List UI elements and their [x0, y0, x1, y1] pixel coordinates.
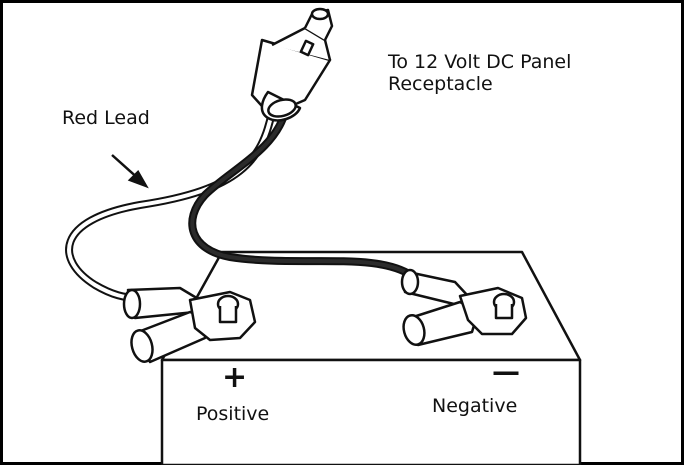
- negative-clamp: [400, 268, 528, 347]
- red-lead-label: Red Lead: [62, 107, 150, 129]
- negative-symbol: —: [492, 355, 520, 388]
- dc-plug: [250, 7, 334, 122]
- destination-line-1: To 12 Volt DC Panel: [388, 51, 572, 73]
- battery-front: [160, 358, 582, 465]
- destination-label: To 12 Volt DC Panel Receptacle: [388, 51, 572, 96]
- positive-clamp: [122, 286, 257, 364]
- destination-line-2: Receptacle: [388, 72, 493, 95]
- battery: [160, 250, 582, 465]
- red-lead-arrow: [111, 154, 149, 189]
- positive-label: Positive: [196, 403, 270, 425]
- positive-symbol: +: [222, 360, 248, 395]
- negative-label: Negative: [432, 395, 518, 417]
- black-lead-wire: [188, 108, 419, 282]
